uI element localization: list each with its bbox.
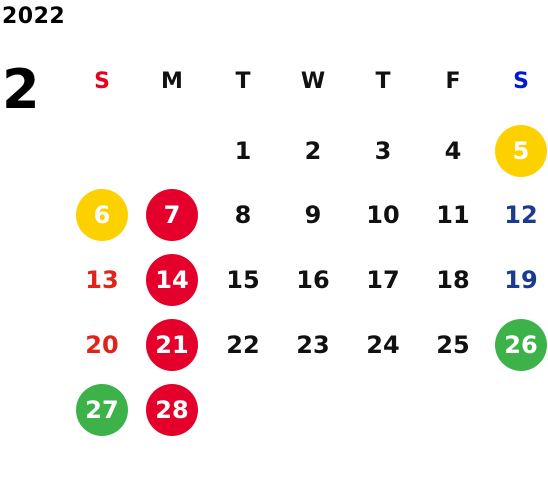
calendar-day[interactable]: 19 <box>504 266 538 294</box>
calendar-day[interactable]: 6 <box>76 189 128 241</box>
weekday-label: F <box>445 68 461 94</box>
weekday-label: S <box>513 68 529 94</box>
calendar-day[interactable]: 16 <box>296 266 330 294</box>
calendar-day[interactable]: 20 <box>85 331 119 359</box>
month-label: 2 <box>2 58 40 121</box>
calendar-day[interactable]: 27 <box>76 384 128 436</box>
calendar-day[interactable]: 4 <box>444 137 462 165</box>
calendar-day[interactable]: 9 <box>304 201 322 229</box>
calendar-day[interactable]: 7 <box>146 189 198 241</box>
calendar-day[interactable]: 10 <box>366 201 400 229</box>
calendar-day[interactable]: 24 <box>366 331 400 359</box>
calendar-day[interactable]: 2 <box>304 137 322 165</box>
calendar-day[interactable]: 13 <box>85 266 119 294</box>
calendar-day[interactable]: 15 <box>226 266 260 294</box>
calendar-day[interactable]: 25 <box>436 331 470 359</box>
calendar-day[interactable]: 17 <box>366 266 400 294</box>
weekday-label: W <box>300 68 326 94</box>
calendar-day[interactable]: 1 <box>234 137 252 165</box>
calendar-day[interactable]: 26 <box>495 319 547 371</box>
calendar-day[interactable]: 23 <box>296 331 330 359</box>
weekday-label: S <box>94 68 110 94</box>
calendar-day[interactable]: 12 <box>504 201 538 229</box>
calendar-day[interactable]: 3 <box>374 137 392 165</box>
calendar-day[interactable]: 22 <box>226 331 260 359</box>
weekday-label: T <box>235 68 251 94</box>
calendar-day[interactable]: 8 <box>234 201 252 229</box>
weekday-label: M <box>161 68 183 94</box>
calendar-day[interactable]: 14 <box>146 254 198 306</box>
calendar-day[interactable]: 28 <box>146 384 198 436</box>
year-label: 2022 <box>2 4 66 29</box>
calendar-day[interactable]: 11 <box>436 201 470 229</box>
calendar-day[interactable]: 21 <box>146 319 198 371</box>
calendar-day[interactable]: 18 <box>436 266 470 294</box>
weekday-label: T <box>375 68 391 94</box>
calendar-day[interactable]: 5 <box>495 125 547 177</box>
